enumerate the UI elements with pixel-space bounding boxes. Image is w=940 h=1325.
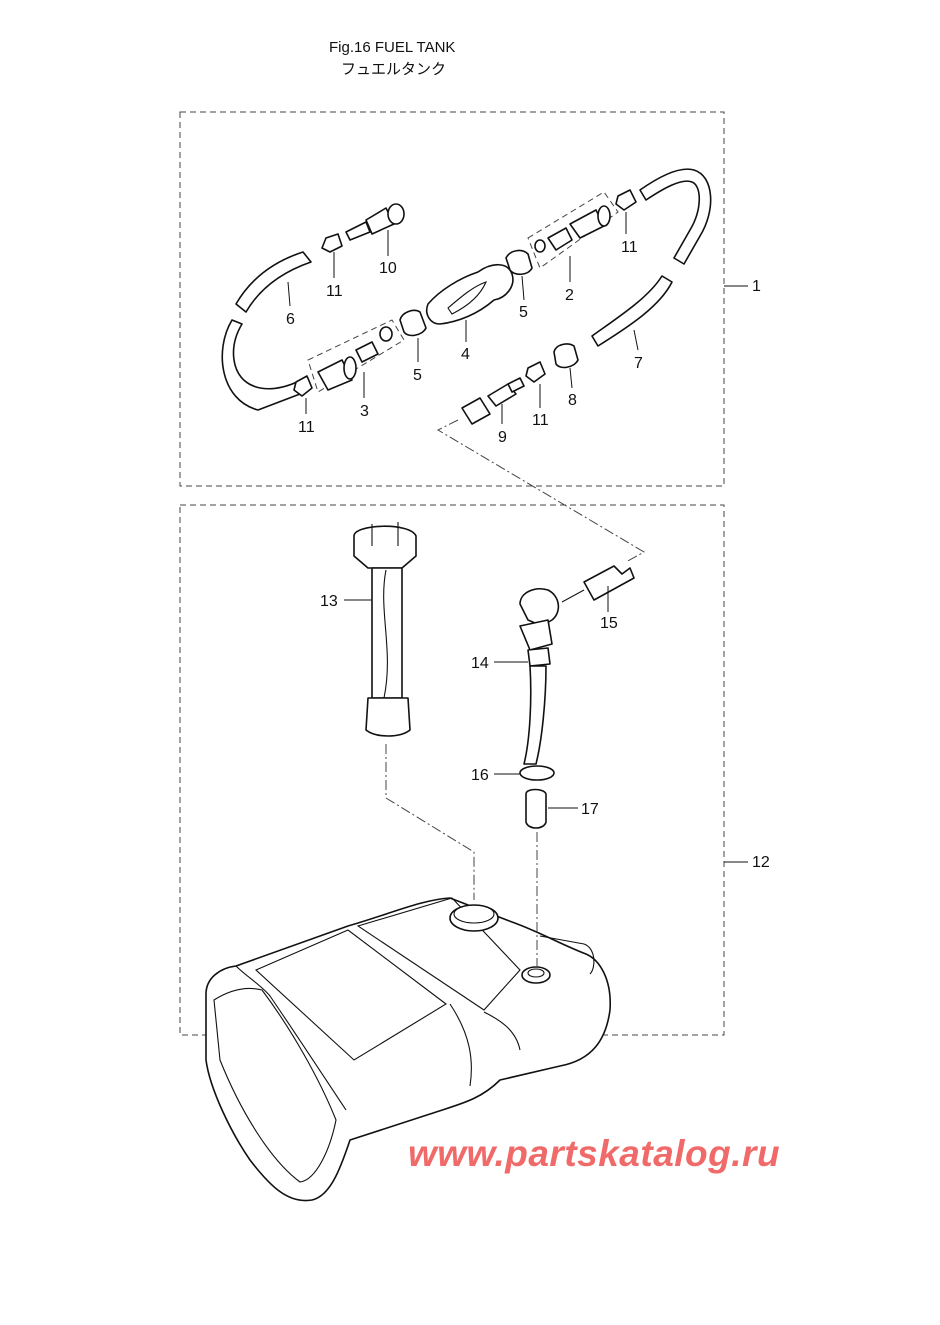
part-15-threaded-fitting (583, 565, 635, 601)
part-11-nut-mid (525, 361, 546, 383)
part-12-fuel-tank (205, 897, 611, 1202)
callout-9: 9 (498, 429, 507, 446)
leader-6 (287, 281, 291, 307)
callout-2: 2 (565, 287, 574, 304)
part-14-pickup-elbow (519, 588, 560, 765)
part-11-nut-lower-left (293, 375, 313, 397)
part-4-primer-bulb (425, 263, 514, 325)
callout-11-mid: 11 (532, 412, 549, 429)
callout-16: 16 (471, 767, 489, 784)
part-11-nut-upper-right (615, 189, 637, 211)
callout-6: 6 (286, 311, 295, 328)
callout-7: 7 (634, 355, 643, 372)
part-2-connector (527, 191, 619, 269)
part-5-collar-left (399, 309, 427, 337)
part-3-connector (307, 319, 405, 393)
figure-subtitle: フュエルタンク (341, 61, 447, 78)
part-9-nipple (461, 377, 525, 425)
hose-6-upper (235, 251, 312, 313)
callout-3: 3 (360, 403, 369, 420)
callout-11-upper-left: 11 (326, 283, 343, 300)
callout-11-upper-right: 11 (621, 239, 638, 256)
part-11-nut-upper-left (321, 233, 343, 253)
figure-title: Fig.16 FUEL TANK (329, 39, 456, 56)
part-10-nipple (345, 203, 405, 241)
leader-5b (521, 275, 525, 301)
hose-assembly-group-box (179, 111, 725, 487)
hose-7 (591, 275, 673, 347)
site-watermark: www.partskatalog.ru (408, 1133, 781, 1174)
callout-14: 14 (471, 655, 489, 672)
callout-11-lower-left: 11 (298, 419, 315, 436)
callout-10: 10 (379, 260, 397, 277)
hose-upper-right (639, 168, 712, 265)
part-13-fuel-gauge (353, 522, 417, 737)
callout-8: 8 (568, 392, 577, 409)
callout-1: 1 (752, 278, 761, 295)
part-8-collar (553, 343, 579, 369)
leader-7 (633, 329, 639, 351)
part-5-collar-right (505, 249, 533, 276)
callout-5-right: 5 (519, 304, 528, 321)
leader-8 (569, 367, 573, 389)
callout-17: 17 (581, 801, 599, 818)
callout-15: 15 (600, 615, 618, 632)
guide-line-13-to-tank (385, 744, 475, 900)
guide-line-15-to-14 (561, 589, 585, 603)
guide-line-9-to-15 (436, 419, 646, 563)
hose-6-lower (221, 319, 301, 411)
part-16-o-ring (519, 765, 555, 781)
callout-13: 13 (320, 593, 338, 610)
callout-5-left: 5 (413, 367, 422, 384)
callout-12: 12 (752, 854, 770, 871)
part-17-strainer (525, 788, 547, 829)
callout-4: 4 (461, 346, 470, 363)
